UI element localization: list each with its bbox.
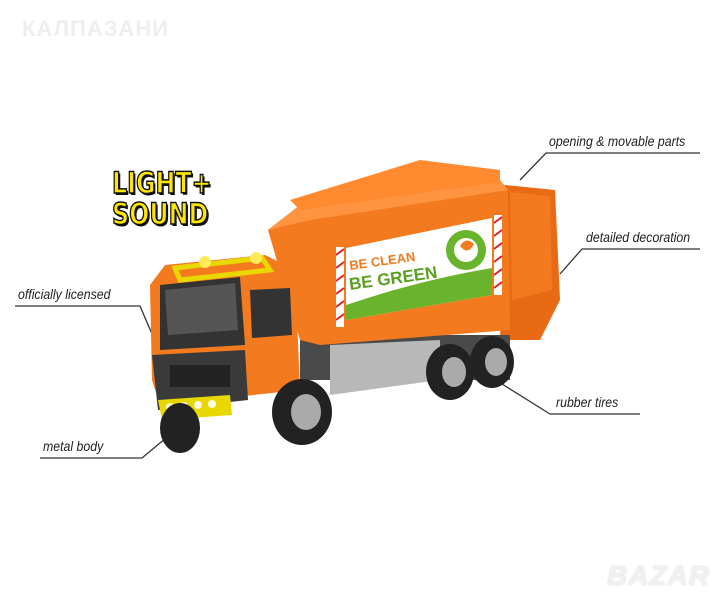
callout-line-opening bbox=[519, 152, 700, 181]
badge-line-2: SOUND bbox=[111, 197, 209, 231]
wheels bbox=[160, 336, 514, 453]
rear-compactor bbox=[500, 185, 560, 340]
recycle-leaf-icon bbox=[446, 230, 486, 270]
warning-stripe-marks bbox=[335, 216, 503, 321]
warning-stripes bbox=[336, 215, 502, 327]
bazar-logo: BAZAR bbox=[607, 560, 710, 591]
callout-line-licensed bbox=[15, 305, 153, 335]
callout-licensed: officially licensed bbox=[18, 286, 111, 302]
callout-tires: rubber tires bbox=[556, 394, 619, 410]
truck-cab bbox=[150, 255, 300, 410]
badge-line-1: LIGHT+ bbox=[111, 166, 212, 200]
callout-opening: opening & movable parts bbox=[549, 133, 686, 149]
roof-light-bar bbox=[171, 252, 275, 283]
callout-decoration: detailed decoration bbox=[586, 229, 691, 245]
callout-line-tires bbox=[501, 383, 640, 415]
callout-metal: metal body bbox=[43, 438, 104, 454]
light-sound-badge: LIGHT+ SOUND bbox=[111, 166, 212, 231]
watermark: КАЛПАЗАНИ bbox=[22, 16, 170, 41]
callout-lines bbox=[15, 152, 700, 459]
callout-line-decoration bbox=[559, 248, 700, 275]
